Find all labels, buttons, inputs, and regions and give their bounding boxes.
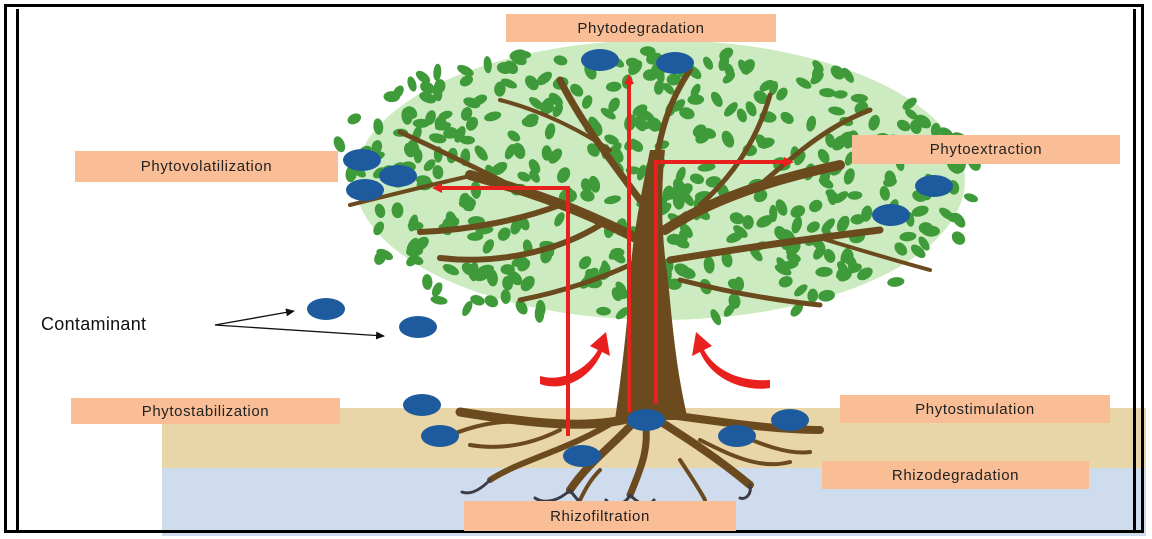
label-phytoextraction: Phytoextraction: [852, 135, 1120, 164]
label-phytovolatilization: Phytovolatilization: [75, 151, 338, 182]
label-phytodegradation: Phytodegradation: [506, 14, 776, 42]
image-frame: [4, 4, 1144, 533]
label-rhizodegradation: Rhizodegradation: [822, 461, 1089, 489]
label-contaminant: Contaminant: [41, 314, 146, 335]
label-phytostabilization: Phytostabilization: [71, 398, 340, 424]
label-rhizofiltration: Rhizofiltration: [464, 501, 736, 531]
label-phytostimulation: Phytostimulation: [840, 395, 1110, 423]
inner-frame: [16, 9, 1136, 533]
